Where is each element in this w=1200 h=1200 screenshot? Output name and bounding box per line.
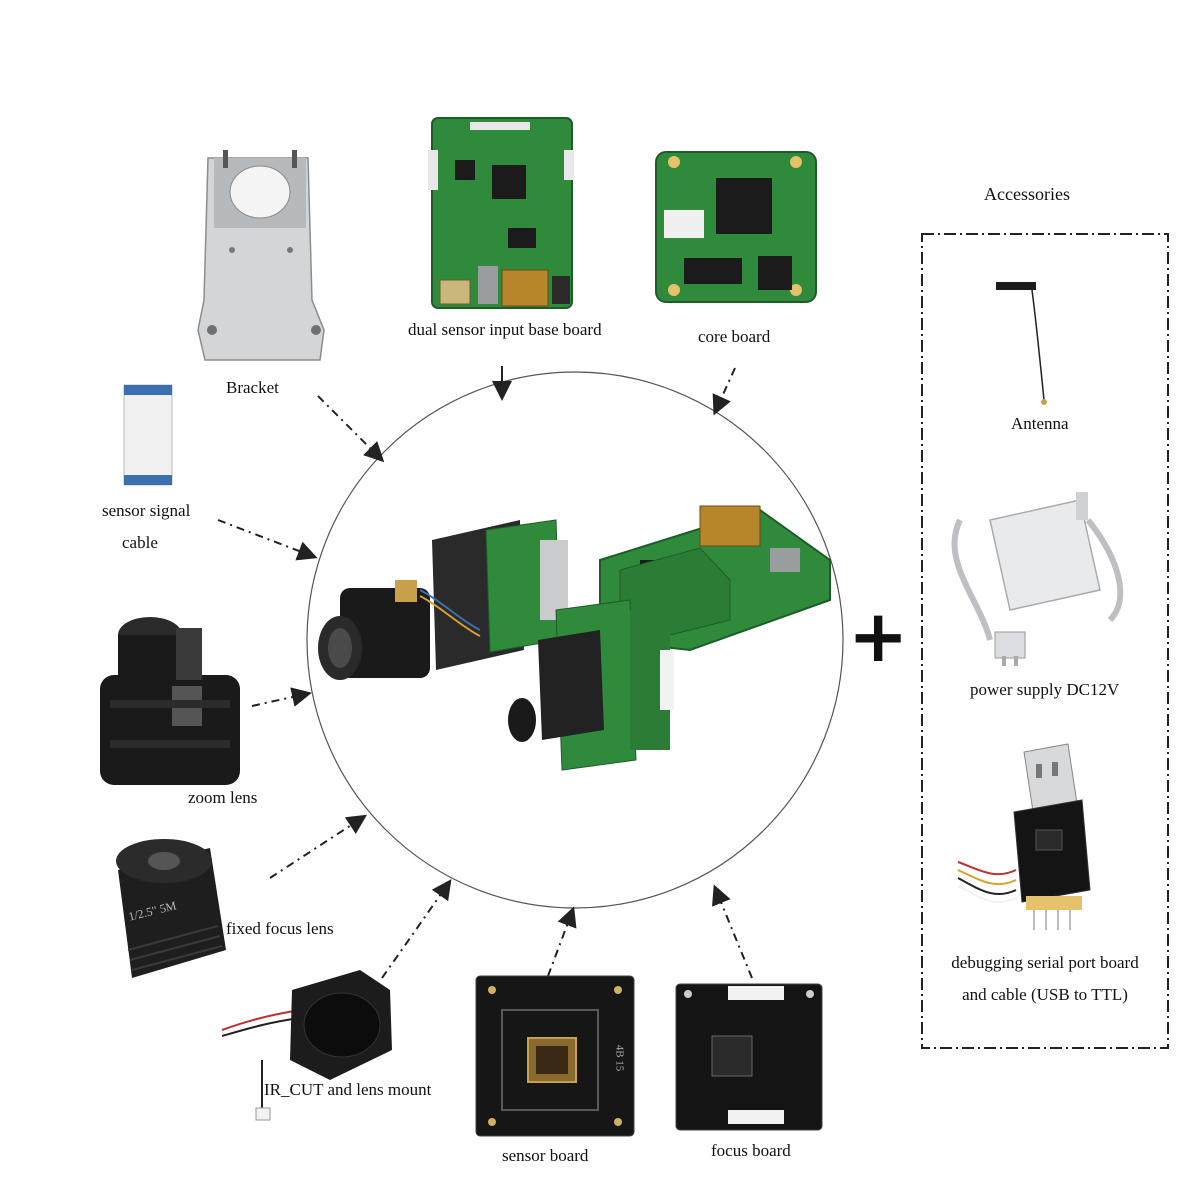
arrow-focus-board — [712, 884, 753, 979]
zoom-lens-image — [100, 617, 240, 785]
power-supply-image — [951, 492, 1124, 666]
arrow-sensor-cable — [217, 519, 318, 561]
label-core-board: core board — [698, 327, 771, 346]
label-bracket: Bracket — [226, 378, 279, 397]
label-antenna: Antenna — [1011, 414, 1069, 433]
arrow-fixed-lens — [269, 814, 368, 879]
sensor-cable-image — [123, 384, 173, 486]
focus-board-image — [675, 983, 823, 1131]
fixed-lens-image — [116, 839, 226, 978]
label-zoom-lens: zoom lens — [188, 788, 258, 807]
label-sensor-cable-line1: sensor signal — [102, 501, 191, 520]
label-accessories: Accessories — [984, 184, 1070, 204]
arrow-sensor-board — [547, 906, 577, 977]
plus-sign: + — [848, 594, 909, 678]
label-fixed-lens: fixed focus lens — [226, 919, 334, 938]
sensor-board-marking: 4B 15 — [613, 1044, 626, 1072]
base-board-image — [428, 117, 574, 309]
ircut-image — [221, 970, 392, 1121]
assembly-image — [318, 505, 831, 771]
arrow-core-board — [712, 367, 736, 416]
core-board-image — [655, 151, 817, 303]
label-base-board: dual sensor input base board — [408, 320, 602, 339]
arrow-ircut — [381, 879, 452, 979]
label-sensor-board: sensor board — [502, 1146, 589, 1165]
label-focus-board: focus board — [711, 1141, 791, 1160]
sensor-board-image — [475, 975, 635, 1137]
connector-arrows — [217, 366, 753, 979]
label-ircut: IR_CUT and lens mount — [264, 1080, 432, 1099]
usb-ttl-image — [957, 743, 1091, 930]
antenna-image — [996, 282, 1047, 405]
label-debug-line1: debugging serial port board — [951, 953, 1139, 972]
accessories-box — [921, 233, 1169, 1049]
label-sensor-cable-line2: cable — [122, 533, 158, 552]
bracket-image — [197, 150, 325, 361]
label-debug-line2: and cable (USB to TTL) — [962, 985, 1128, 1004]
arrow-zoom-lens — [251, 687, 312, 707]
label-power-supply: power supply DC12V — [970, 680, 1120, 699]
arrow-bracket — [317, 395, 385, 463]
